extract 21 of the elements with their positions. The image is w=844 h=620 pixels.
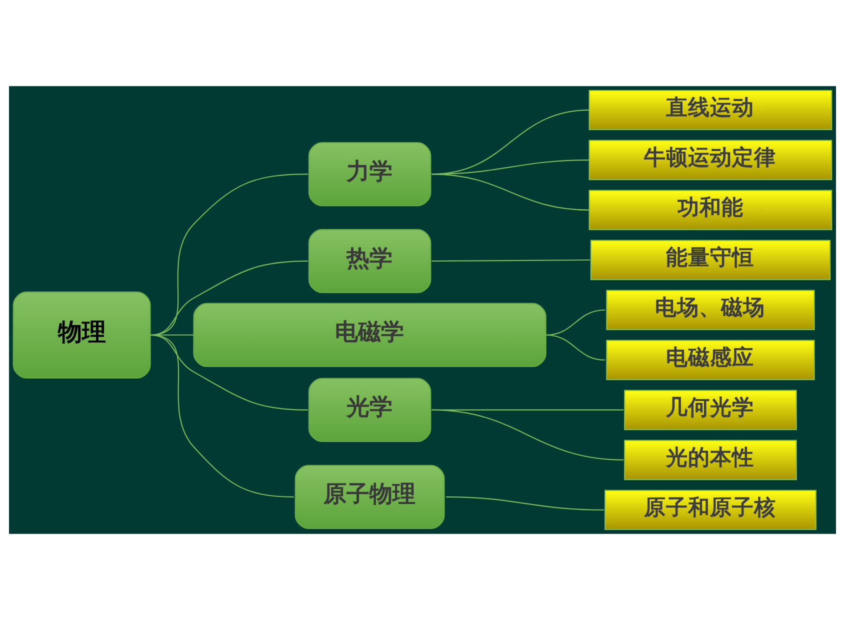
node-box: 电磁感应: [606, 340, 814, 380]
connector: [431, 259, 590, 262]
node-box: 物理: [12, 292, 150, 378]
node-box: 光的本性: [624, 440, 796, 480]
node-box: 牛顿运动定律: [588, 140, 832, 180]
node-box: 几何光学: [624, 390, 796, 430]
node-box: 能量守恒: [590, 240, 830, 280]
node-box: 电场、磁场: [606, 290, 814, 330]
connector: [431, 409, 624, 461]
node-box: 力学: [308, 142, 431, 206]
node-box: 原子和原子核: [604, 490, 816, 530]
connector: [445, 496, 604, 510]
connector: [545, 334, 605, 361]
connector: [150, 334, 294, 498]
node-box: 热学: [308, 229, 431, 294]
connector: [431, 174, 589, 211]
node-box: 原子物理: [294, 464, 444, 529]
node-box: 电磁学: [192, 302, 546, 368]
node-box: 光学: [308, 378, 431, 442]
node-box: 功和能: [588, 190, 832, 230]
node-box: 直线运动: [588, 90, 832, 130]
